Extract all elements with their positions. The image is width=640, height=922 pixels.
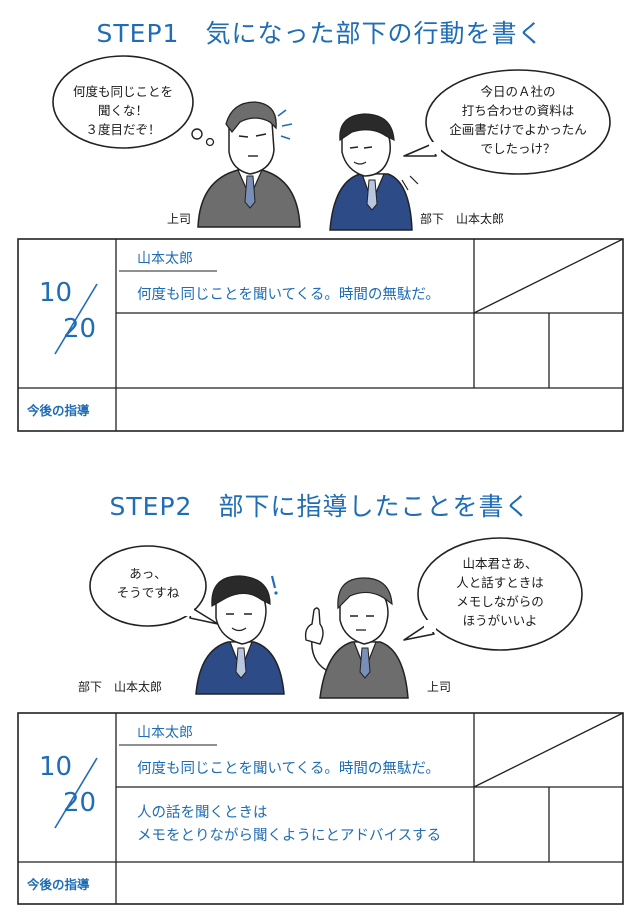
boss-figure (197, 101, 301, 228)
advice-note-line: 人の話を聞くときは (137, 805, 268, 821)
boss-figure (304, 577, 409, 699)
boss-speech: 山本君さあ、 人と話すときは メモしながらの ほうがいいよ (430, 554, 570, 630)
speech-bubble-boss (52, 55, 194, 149)
speech-line: 企画書だけでよかったん (449, 122, 587, 137)
date-day: 20 (63, 314, 97, 344)
employee-name: 山本太郎 (137, 725, 193, 741)
subordinate-speech: 今日のＡ社の 打ち合わせの資料は 企画書だけでよかったん でしたっけ？ (436, 82, 600, 158)
speech-line: あっ、 (129, 566, 167, 581)
speech-bubble-subordinate (425, 69, 611, 175)
role-label-subordinate: 部下 山本太郎 (420, 212, 505, 226)
boss-speech: 何度も同じことを 聞くな！ ３度目だぞ！ (62, 82, 184, 139)
speech-line: 山本君さあ、 (462, 556, 538, 571)
speech-line: 人と話すときは (456, 575, 544, 590)
step1-illustration: 何度も同じことを 聞くな！ ３度目だぞ！ 今日のＡ社の 打ち合わせの資料は 企画… (0, 52, 640, 232)
date-mark: 10 20 (35, 276, 115, 356)
speech-bubble-subordinate (89, 545, 207, 627)
form-grid (17, 238, 624, 432)
step2-record-form: 10 20 山本太郎 何度も同じことを聞いてくる。時間の無駄だ。 人の話を聞くと… (17, 712, 624, 905)
speech-line: ほうがいいよ (462, 613, 538, 628)
speech-bubble-boss (417, 537, 583, 651)
speech-line: メモしながらの (456, 594, 544, 609)
subordinate-figure (329, 113, 419, 231)
speech-line: 聞くな！ (97, 103, 148, 118)
speech-line: 今日のＡ社の (480, 84, 556, 99)
date-month: 10 (39, 278, 73, 308)
behavior-note: 何度も同じことを聞いてくる。時間の無駄だ。 (137, 761, 440, 777)
speech-line: でしたっけ？ (480, 141, 556, 156)
form-grid (17, 712, 624, 905)
subordinate-speech: あっ、 そうですね (100, 564, 196, 602)
speech-line: そうですね (116, 585, 180, 600)
step1-scene (52, 55, 611, 231)
date-month: 10 (39, 752, 73, 782)
role-label-subordinate: 部下 山本太郎 (78, 680, 163, 694)
date-mark: 10 20 (35, 750, 115, 830)
guidance-label: 今後の指導 (27, 403, 90, 418)
advice-note-line: メモをとりながら聞くようにとアドバイスする (137, 828, 442, 844)
step2-title: STEP2 部下に指導したことを書く (109, 492, 531, 521)
speech-line: 打ち合わせの資料は (461, 103, 575, 118)
employee-name: 山本太郎 (137, 251, 193, 267)
speech-line: 何度も同じことを (72, 84, 173, 99)
subordinate-figure (195, 575, 285, 695)
step2-scene (89, 537, 583, 699)
role-label-boss: 上司 (167, 212, 192, 226)
step1-record-form: 10 20 山本太郎 何度も同じことを聞いてくる。時間の無駄だ。 今後の指導 (17, 238, 624, 432)
guidance-label: 今後の指導 (27, 877, 90, 892)
role-label-boss: 上司 (427, 680, 452, 694)
step1-title: STEP1 気になった部下の行動を書く (96, 19, 544, 48)
step2-illustration: あっ、 そうですね 山本君さあ、 人と話すときは メモしながらの ほうがいいよ … (0, 520, 640, 700)
behavior-note: 何度も同じことを聞いてくる。時間の無駄だ。 (137, 287, 440, 303)
speech-line: ３度目だぞ！ (85, 122, 161, 137)
date-day: 20 (63, 788, 97, 818)
